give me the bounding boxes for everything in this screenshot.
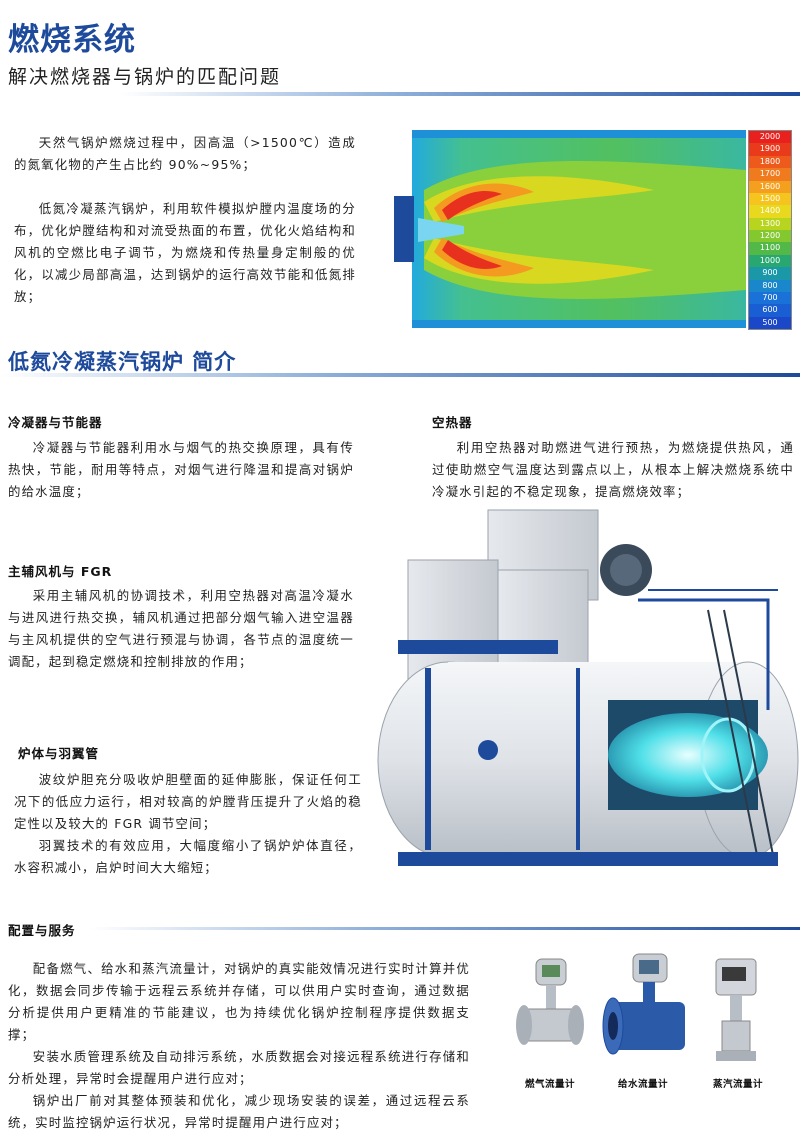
- intro-rule: [0, 373, 800, 377]
- furnace-paragraph-1: 波纹炉胆充分吸收炉胆壁面的延伸膨胀，保证任何工况下的低应力运行，相对较高的炉膛背…: [14, 772, 362, 831]
- gas-flowmeter-label: 燃气流量计: [524, 1079, 575, 1090]
- condenser-title: 冷凝器与节能器: [8, 415, 103, 430]
- steam-flowmeter-image: [702, 955, 772, 1067]
- scale-step: 1100: [749, 242, 791, 255]
- intro-title: 低氮冷凝蒸汽锅炉 简介: [8, 350, 237, 374]
- temperature-field-image: [394, 130, 746, 328]
- service-paragraph-2: 安装水质管理系统及自动排污系统，水质数据会对接远程系统进行存储和分析处理，异常时…: [8, 1049, 470, 1086]
- service-paragraph-1: 配备燃气、给水和蒸汽流量计，对锅炉的真实能效情况进行实时计算并优化，数据会同步传…: [8, 961, 470, 1042]
- fan-text: 采用主辅风机的协调技术，利用空热器对高温冷凝水与进风进行热交换，辅风机通过把部分…: [8, 585, 354, 673]
- condenser-paragraph: 冷凝器与节能器利用水与烟气的热交换原理，具有传热快，节能，耐用等特点，对烟气进行…: [8, 440, 354, 499]
- furnace-paragraph-2: 羽翼技术的有效应用，大幅度缩小了锅炉炉体直径，水容积减小，启炉时间大大缩短；: [14, 838, 362, 875]
- page-subtitle: 解决燃烧器与锅炉的匹配问题: [8, 66, 282, 88]
- scale-step: 1800: [749, 155, 791, 169]
- service-rule: [90, 927, 800, 930]
- furnace-title: 炉体与羽翼管: [18, 746, 100, 761]
- service-title: 配置与服务: [8, 923, 76, 938]
- scale-step: 1500: [749, 192, 791, 206]
- page-title: 燃烧系统: [8, 22, 136, 58]
- service-paragraph-3: 锅炉出厂前对其整体预装和优化，减少现场安装的误差，通过远程云系统，实时监控锅炉运…: [8, 1093, 470, 1130]
- temperature-scale: 2000 1900 1800 1700 1600 1500 1400 1300 …: [748, 130, 792, 330]
- fan-title: 主辅风机与 FGR: [8, 564, 113, 579]
- header-rule: [120, 92, 800, 96]
- service-text: 配备燃气、给水和蒸汽流量计，对锅炉的真实能效情况进行实时计算并优化，数据会同步传…: [8, 958, 470, 1134]
- fan-paragraph: 采用主辅风机的协调技术，利用空热器对高温冷凝水与进风进行热交换，辅风机通过把部分…: [8, 588, 354, 669]
- scale-step: 2000: [749, 131, 791, 144]
- combustion-para-1: 天然气锅炉燃烧过程中，因高温（>1500℃）造成的氮氧化物的产生占比约 90%~…: [14, 135, 356, 172]
- scale-step: 1400: [749, 205, 791, 218]
- scale-step: 1000: [749, 254, 791, 268]
- furnace-text: 波纹炉胆充分吸收炉胆壁面的延伸膨胀，保证任何工况下的低应力运行，相对较高的炉膛背…: [14, 769, 362, 879]
- scale-step: 1700: [749, 168, 791, 181]
- air-heater-title: 空热器: [432, 415, 473, 430]
- scale-step: 900: [749, 267, 791, 280]
- water-flowmeter-image: [595, 950, 695, 1068]
- condenser-text: 冷凝器与节能器利用水与烟气的热交换原理，具有传热快，节能，耐用等特点，对烟气进行…: [8, 437, 354, 503]
- scale-step: 700: [749, 291, 791, 305]
- scale-step: 500: [749, 316, 791, 329]
- boiler-illustration: [368, 500, 800, 880]
- steam-flowmeter-label: 蒸汽流量计: [712, 1079, 763, 1090]
- combustion-para-2: 低氮冷凝蒸汽锅炉，利用软件模拟炉膛内温度场的分布，优化炉膛结构和对流受热面的布置…: [14, 201, 356, 304]
- combustion-text: 天然气锅炉燃烧过程中，因高温（>1500℃）造成的氮氧化物的产生占比约 90%~…: [14, 132, 356, 308]
- scale-step: 1900: [749, 143, 791, 156]
- air-heater-text: 利用空热器对助燃进气进行预热，为燃烧提供热风，通过使助燃空气温度达到露点以上，从…: [432, 437, 794, 503]
- gas-flowmeter-image: [510, 955, 590, 1065]
- air-heater-paragraph: 利用空热器对助燃进气进行预热，为燃烧提供热风，通过使助燃空气温度达到露点以上，从…: [432, 440, 794, 499]
- water-flowmeter-label: 给水流量计: [617, 1079, 668, 1090]
- scale-step: 1300: [749, 217, 791, 230]
- scale-step: 800: [749, 279, 791, 292]
- scale-step: 600: [749, 304, 791, 317]
- scale-step: 1200: [749, 230, 791, 243]
- scale-step: 1600: [749, 180, 791, 193]
